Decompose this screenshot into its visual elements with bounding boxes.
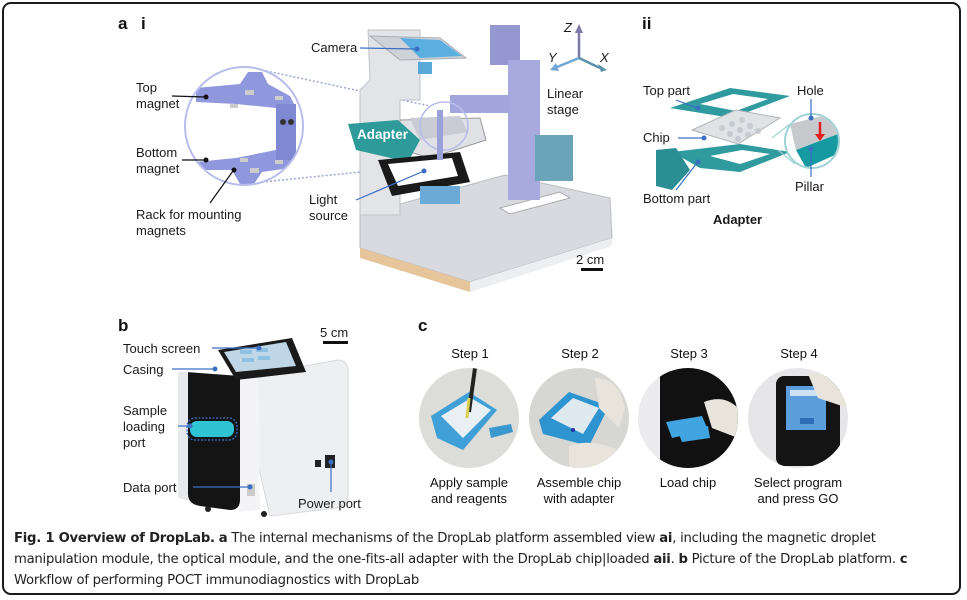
caption-ai-key: ai [659, 531, 673, 546]
scale-bar-5cm-label: 5 cm [320, 325, 349, 340]
step-1-photo [419, 368, 519, 468]
caption-fig-label: Fig. 1 Overview of DropLab. [14, 531, 215, 546]
step-3-photo [638, 368, 738, 468]
droplab-device [178, 338, 349, 517]
caption-b-key: b [678, 552, 688, 567]
label-top-magnet-line1: Top [136, 80, 157, 95]
adapter-exploded-illustration [656, 88, 840, 191]
step-2-desc-line2: with adapter [543, 491, 615, 506]
scale-bar-2cm-label: 2 cm [576, 252, 605, 267]
step-4-photo [748, 368, 848, 468]
label-chip: Chip [643, 130, 670, 145]
panel-b-letter: b [118, 316, 129, 335]
panel-a-sub-i: i [141, 14, 146, 33]
label-top-part: Top part [643, 83, 690, 98]
step-2-desc-line1: Assemble chip [536, 475, 622, 490]
step-4-desc: Select program and press GO [738, 475, 858, 507]
caption-a-text: The internal mechanisms of the DropLab p… [227, 531, 660, 546]
step-4-desc-line1: Select program [753, 475, 843, 490]
caption-sep: . [670, 552, 679, 567]
droplab-internal-device [348, 25, 613, 292]
caption-c-text: Workflow of performing POCT immunodiagno… [14, 573, 419, 588]
label-bottom-magnet-line1: Bottom [136, 145, 178, 160]
caption-a-text2: , including the magnetic droplet manipul… [14, 531, 876, 567]
label-rack-line1: Rack for mounting [136, 207, 242, 222]
label-sample-loading-port-line3: port [123, 435, 146, 450]
panel-a-sub-ii: ii [642, 14, 652, 33]
magnet-rack-magnified [184, 66, 304, 186]
xyz-axes-icon [550, 24, 607, 72]
label-sample-loading-port-line2: loading [123, 419, 165, 434]
label-casing: Casing [123, 362, 164, 377]
label-power-port: Power port [298, 496, 361, 511]
label-rack-line2: magnets [136, 223, 186, 238]
panel-a-i-illustration [171, 24, 840, 292]
caption-a-key: a [218, 531, 228, 546]
panel-c-letter: c [418, 316, 428, 335]
label-camera: Camera [311, 40, 358, 55]
label-linear-stage-line2: stage [547, 102, 579, 117]
label-bottom-part: Bottom part [643, 191, 711, 206]
caption-c-key: c [899, 552, 908, 567]
step-3-desc-line1: Load chip [659, 475, 717, 490]
axis-label-z: Z [564, 20, 572, 35]
step-1-desc: Apply sample and reagents [409, 475, 529, 507]
label-bottom-magnet-line2: magnet [136, 161, 180, 176]
label-light-source-line1: Light [309, 192, 338, 207]
label-light-source-line2: source [309, 208, 349, 223]
axis-label-y: Y [548, 50, 557, 65]
figure-caption: Fig. 1 Overview of DropLab. a The intern… [14, 528, 959, 591]
step-4-title: Step 4 [780, 346, 818, 361]
axis-label-x: X [600, 50, 609, 65]
step-2-desc: Assemble chip with adapter [519, 475, 639, 507]
step-1-desc-line2: and reagents [431, 491, 507, 506]
step-2-title: Step 2 [561, 346, 599, 361]
label-top-magnet-line2: magnet [136, 96, 180, 111]
step-4-desc-line2: and press GO [757, 491, 839, 506]
zoom-line-top [261, 69, 431, 107]
label-linear-stage-line1: Linear [547, 86, 584, 101]
label-adapter-on-device: Adapter [357, 127, 409, 142]
label-pillar: Pillar [795, 179, 824, 194]
adapter-title: Adapter [713, 212, 763, 227]
label-touch-screen: Touch screen [123, 341, 201, 356]
step-3-desc: Load chip [628, 475, 748, 491]
step-3-title: Step 3 [670, 346, 708, 361]
step-1-desc-line1: Apply sample [429, 475, 509, 490]
label-sample-loading-port-line1: Sample [123, 403, 168, 418]
step-2-photo [529, 368, 629, 468]
label-data-port: Data port [123, 480, 177, 495]
step-1-title: Step 1 [451, 346, 489, 361]
caption-b-text: Picture of the DropLab platform. [687, 552, 900, 567]
caption-aii-key: aii [653, 552, 671, 567]
label-hole: Hole [797, 83, 824, 98]
panel-a-letter: a [118, 14, 128, 33]
